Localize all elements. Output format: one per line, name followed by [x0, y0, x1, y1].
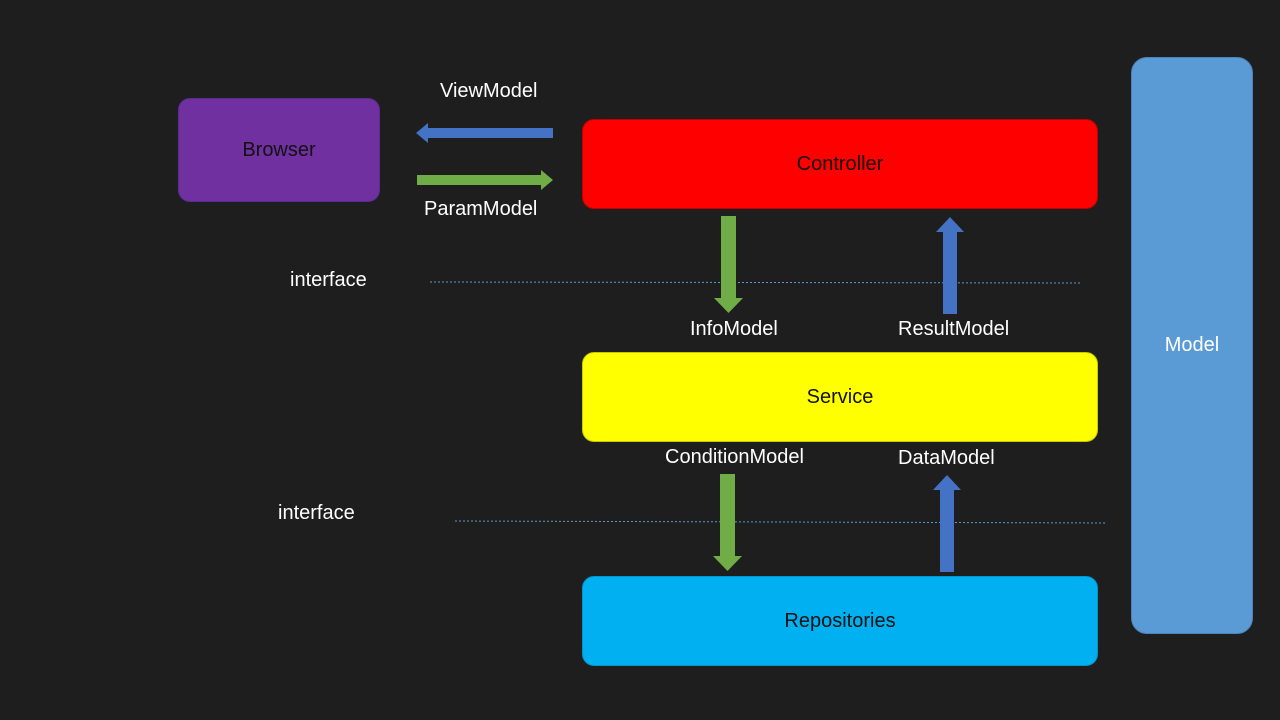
conditionmodel-arrow [713, 474, 742, 571]
datamodel-label: DataModel [898, 447, 995, 469]
viewmodel-arrow [416, 123, 553, 143]
controller-node: Controller [582, 119, 1098, 209]
infomodel-label: InfoModel [690, 318, 778, 340]
parammodel-label: ParamModel [424, 198, 538, 220]
parammodel-arrow [417, 170, 553, 190]
datamodel-arrow [933, 475, 961, 572]
interface-label-bottom: interface [278, 502, 355, 524]
repositories-node: Repositories [582, 576, 1098, 666]
interface-label-top: interface [290, 269, 367, 291]
resultmodel-label: ResultModel [898, 318, 1010, 340]
infomodel-arrow [714, 216, 743, 313]
interface-line-top [429, 281, 1083, 284]
service-node: Service [582, 352, 1098, 442]
interface-line-bottom [454, 520, 1108, 524]
conditionmodel-label: ConditionModel [665, 446, 804, 468]
model-node: Model [1131, 57, 1253, 634]
resultmodel-arrow [936, 217, 964, 314]
viewmodel-label: ViewModel [440, 80, 538, 102]
browser-node: Browser [178, 98, 380, 202]
